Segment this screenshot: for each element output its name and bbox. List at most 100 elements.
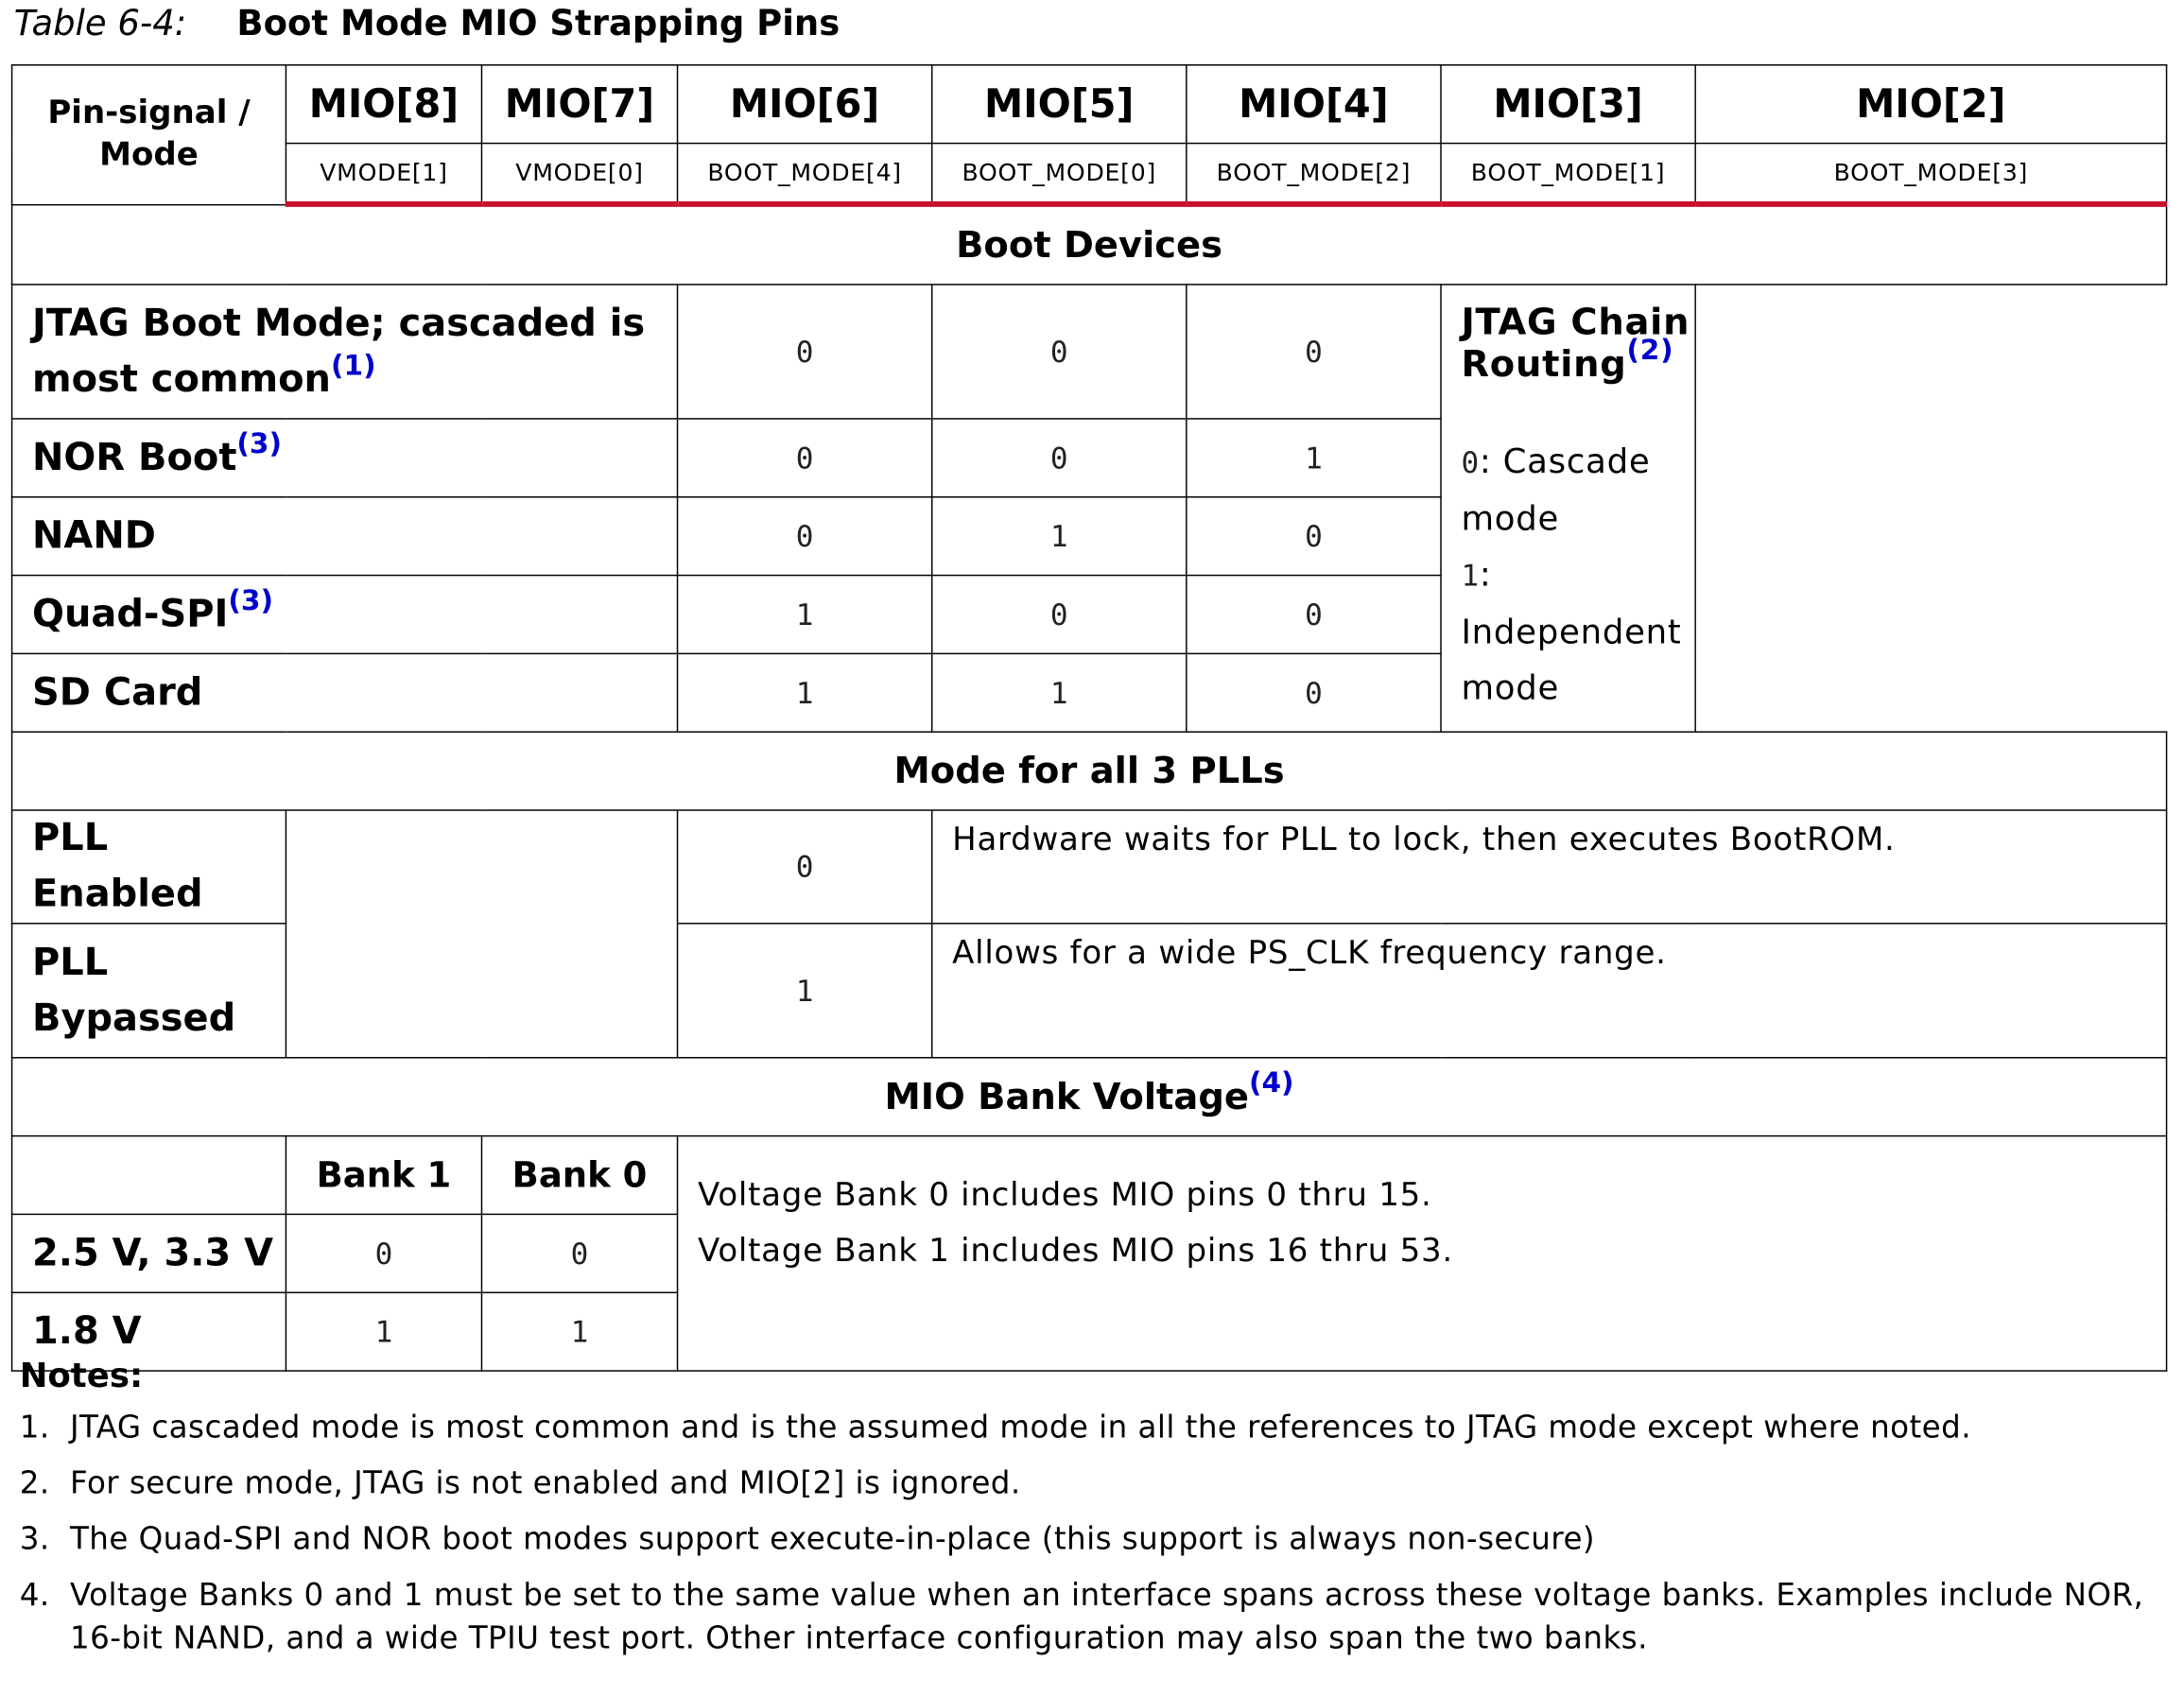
- value-cell: 0: [1186, 284, 1442, 420]
- section-row: Boot Devices: [10, 203, 2168, 286]
- row-label-quad-spi: Quad-SPI(3): [10, 574, 679, 655]
- value-cell: 1: [676, 652, 933, 733]
- value-cell: 0: [676, 284, 933, 420]
- pll-bypassed-description: Allows for a wide PS_CLK frequency range…: [930, 923, 2168, 1059]
- signal-vmode0: VMODE[0]: [480, 142, 679, 207]
- table-row: PLL Enabled 0 Hardware waits for PLL to …: [10, 809, 2168, 1059]
- footnote-ref: (2): [1626, 332, 1674, 366]
- value-cell: 0: [1186, 496, 1442, 577]
- value-cell: 1: [930, 652, 1187, 733]
- row-label-pll-bypassed: PLL Bypassed: [10, 923, 287, 1059]
- table-row: PLL Bypassed 1 Allows for a wide PS_CLK …: [10, 923, 2168, 1059]
- empty-cell: [285, 809, 679, 1059]
- section-row: Mode for all 3 PLLs: [10, 731, 2168, 811]
- header-row-pins: Pin-signal / Mode MIO[8] MIO[7] MIO[6] M…: [10, 64, 2168, 205]
- bank1-header: Bank 1: [285, 1134, 483, 1216]
- note-number: 1.: [19, 1410, 50, 1446]
- cascade-mode-option: 0: Cascade mode: [1461, 441, 1651, 538]
- section-mio-bank-voltage: MIO Bank Voltage(4): [10, 1057, 2168, 1137]
- value-cell: 1: [1186, 418, 1442, 498]
- pll-enabled-description: Hardware waits for PLL to lock, then exe…: [930, 809, 2168, 925]
- footnote-ref: (3): [236, 425, 283, 459]
- value-cell: 1: [285, 1291, 483, 1372]
- value-cell: 0: [1186, 652, 1442, 733]
- table-row: 1.8 V 1 1: [10, 1291, 2167, 1372]
- row-label-nand: NAND: [10, 496, 679, 577]
- list-item: 1. JTAG cascaded mode is most common and …: [20, 1407, 2174, 1450]
- table-row: NAND 0 1 0: [10, 496, 2167, 577]
- notes-title: Notes:: [19, 1356, 144, 1395]
- table-row: 2.5 V, 3.3 V 0 0: [10, 1213, 2167, 1293]
- note-text: Voltage Banks 0 and 1 must be set to the…: [69, 1578, 2144, 1657]
- table-row: SD Card 1 1 0: [10, 652, 2167, 733]
- footnote-ref: (1): [330, 347, 376, 382]
- signal-boot-mode2: BOOT_MODE[2]: [1186, 142, 1442, 207]
- table-row: NOR Boot(3) 0 0 1: [10, 418, 2167, 498]
- header-row-signals: VMODE[1] VMODE[0] BOOT_MODE[4] BOOT_MODE…: [12, 142, 2168, 207]
- value-cell: 0: [285, 1213, 483, 1293]
- note-number: 4.: [19, 1578, 50, 1614]
- bank1-description: Voltage Bank 1 includes MIO pins 16 thru…: [697, 1233, 1453, 1270]
- signal-boot-mode1: BOOT_MODE[1]: [1440, 142, 1696, 207]
- header-mio8: MIO[8]: [285, 64, 483, 145]
- note-number: 2.: [19, 1466, 50, 1502]
- row-label-voltage-low: 1.8 V: [10, 1291, 287, 1372]
- table-caption: Table 6-4: Boot Mode MIO Strapping Pins: [14, 3, 840, 43]
- table-row: Quad-SPI(3) 1 0 0: [10, 574, 2167, 655]
- empty-cell: [10, 1134, 287, 1216]
- value-cell: 0: [930, 284, 1187, 420]
- strapping-pins-table: Pin-signal / Mode MIO[8] MIO[7] MIO[6] M…: [10, 64, 2168, 1372]
- footnote-ref: (3): [228, 581, 274, 616]
- row-label-voltage-high: 2.5 V, 3.3 V: [10, 1213, 287, 1293]
- independent-mode-option: 1: Independent mode: [1461, 554, 1682, 707]
- signal-boot-mode0: BOOT_MODE[0]: [930, 142, 1187, 207]
- header-mio4: MIO[4]: [1186, 64, 1442, 145]
- note-text: For secure mode, JTAG is not enabled and…: [69, 1466, 1021, 1502]
- section-boot-devices: Boot Devices: [10, 203, 2168, 286]
- value-cell: 0: [676, 418, 933, 498]
- bank0-description: Voltage Bank 0 includes MIO pins 0 thru …: [697, 1177, 1432, 1214]
- section-row: MIO Bank Voltage(4): [10, 1057, 2168, 1137]
- footnote-ref: (4): [1248, 1064, 1294, 1099]
- list-item: 4. Voltage Banks 0 and 1 must be set to t…: [20, 1574, 2174, 1661]
- signal-vmode1: VMODE[1]: [285, 142, 483, 207]
- note-text: The Quad-SPI and NOR boot modes support …: [69, 1522, 1596, 1558]
- value-cell: 0: [480, 1213, 679, 1293]
- value-cell: 1: [676, 923, 933, 1059]
- notes-section: Notes: 1. JTAG cascaded mode is most comm…: [20, 1357, 2174, 1674]
- header-mio6: MIO[6]: [676, 64, 933, 145]
- list-item: 3. The Quad-SPI and NOR boot modes suppor…: [20, 1518, 2174, 1562]
- table-row: JTAG Boot Mode; cascaded is most common(…: [10, 284, 2167, 733]
- header-mio3: MIO[3]: [1440, 64, 1696, 145]
- value-cell: 1: [480, 1291, 679, 1372]
- pin-signal-header: Pin-signal / Mode: [10, 64, 287, 205]
- note-number: 3.: [19, 1522, 50, 1558]
- row-label-jtag: JTAG Boot Mode; cascaded is most common(…: [10, 284, 679, 420]
- value-cell: 0: [676, 496, 933, 577]
- value-cell: 1: [676, 574, 933, 655]
- table-number: Table 6-4:: [13, 2, 187, 43]
- note-text: JTAG cascaded mode is most common and is…: [69, 1410, 1972, 1446]
- value-cell: 0: [1186, 574, 1442, 655]
- table-row: Bank 1 Bank 0 Voltage Bank 0 includes MI…: [10, 1134, 2168, 1372]
- signal-boot-mode3: BOOT_MODE[3]: [1694, 142, 2168, 207]
- list-item: 2. For secure mode, JTAG is not enabled a…: [20, 1462, 2174, 1506]
- table-title: Boot Mode MIO Strapping Pins: [236, 2, 841, 43]
- header-mio7: MIO[7]: [480, 64, 679, 145]
- bank0-header: Bank 0: [480, 1134, 679, 1216]
- value-cell: 1: [930, 496, 1187, 577]
- header-mio5: MIO[5]: [930, 64, 1187, 145]
- value-cell: 0: [930, 574, 1187, 655]
- jtag-chain-routing-cell: JTAG Chain Routing(2) 0: Cascade mode 1:…: [1440, 284, 1696, 733]
- signal-boot-mode4: BOOT_MODE[4]: [676, 142, 933, 207]
- bank-voltage-description: Voltage Bank 0 includes MIO pins 0 thru …: [676, 1134, 2168, 1372]
- header-mio2: MIO[2]: [1694, 64, 2168, 145]
- row-label-sd-card: SD Card: [10, 652, 679, 733]
- section-pll-mode: Mode for all 3 PLLs: [10, 731, 2168, 811]
- value-cell: 0: [676, 809, 933, 925]
- jtag-chain-routing-title: JTAG Chain Routing(2): [1461, 301, 1690, 386]
- value-cell: 0: [930, 418, 1187, 498]
- row-label-pll-enabled: PLL Enabled: [10, 809, 287, 925]
- row-label-nor-boot: NOR Boot(3): [10, 418, 679, 498]
